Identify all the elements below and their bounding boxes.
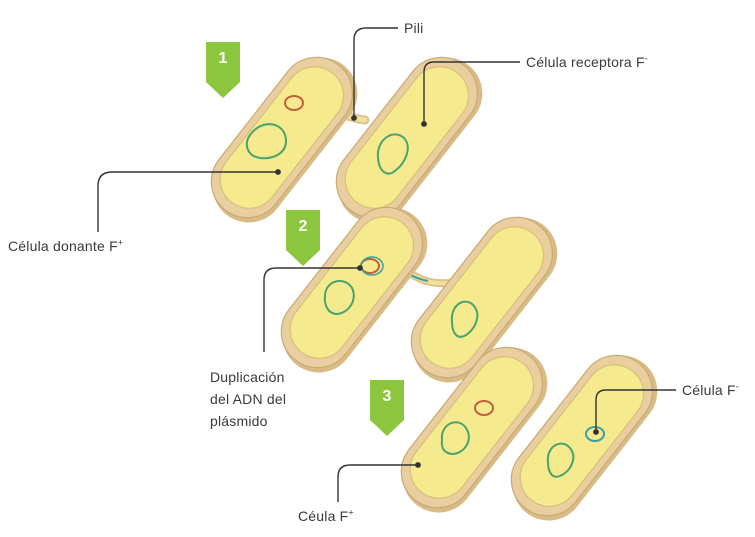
leader-receptora-dot (422, 122, 426, 126)
label-duplicacion: Duplicación del ADN del plásmido (210, 366, 350, 432)
leader-ceula-f-plus-dot (416, 463, 420, 467)
step-2-number: 2 (286, 218, 320, 236)
leader-celula-f-minus-dot (594, 430, 598, 434)
step-1-number: 1 (206, 50, 240, 68)
step-2-badge: 2 (286, 210, 320, 266)
step-1-badge: 1 (206, 42, 240, 98)
label-celula-f-minus: Célula F- (682, 382, 739, 398)
step-3-number: 3 (370, 388, 404, 406)
label-ceula-f-plus: Céula F+ (298, 508, 354, 524)
label-celula-donante: Célula donante F+ (8, 238, 123, 254)
label-celula-receptora: Célula receptora F- (526, 54, 648, 70)
leader-donante-dot (276, 170, 280, 174)
label-pili: Pili (404, 20, 423, 36)
leader-pili-dot (352, 116, 356, 120)
step-3-badge: 3 (370, 380, 404, 436)
leader-duplicacion-dot (358, 266, 362, 270)
